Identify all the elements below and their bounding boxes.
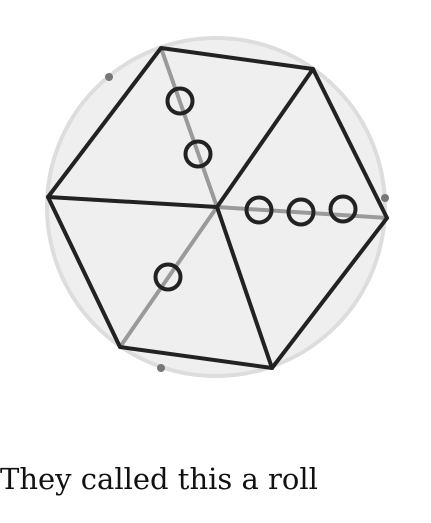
pip — [183, 139, 213, 169]
pip — [153, 262, 183, 292]
pips — [153, 86, 358, 292]
die-diagram — [45, 36, 389, 378]
pip — [286, 197, 316, 227]
inner-edges — [46, 67, 315, 370]
orbit-dot — [157, 364, 165, 372]
edge-line — [215, 67, 315, 209]
edge-line — [46, 195, 219, 209]
caption: They called this a roll — [0, 462, 318, 496]
hexagon-outline — [46, 46, 389, 370]
seam-line — [118, 205, 219, 349]
seam-line — [159, 46, 219, 209]
pip — [165, 86, 195, 116]
orbit-dot — [105, 73, 113, 81]
pip — [244, 195, 274, 225]
pip — [328, 194, 358, 224]
orbit-dot — [381, 194, 389, 202]
edge-line — [215, 205, 274, 370]
